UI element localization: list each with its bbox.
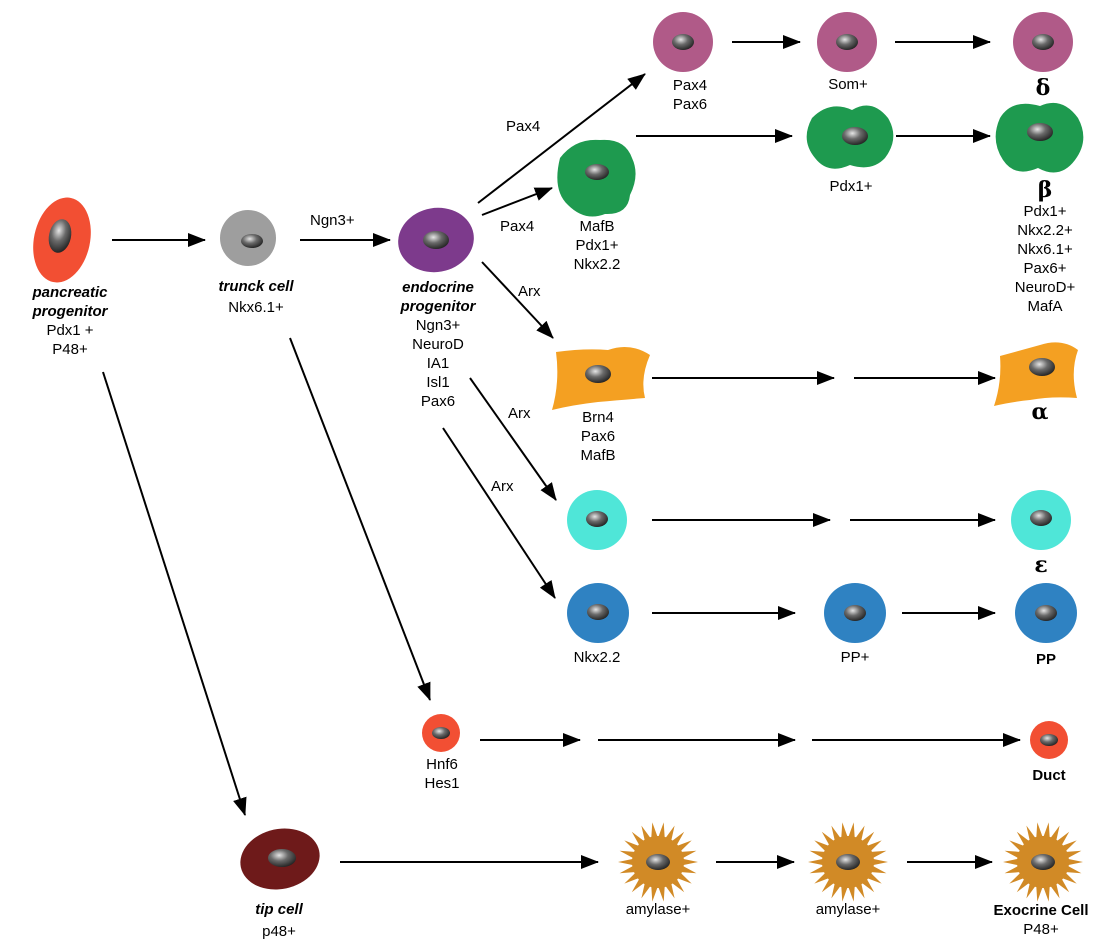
endocrine-marker-3: IA1	[426, 355, 450, 372]
alpha-pre-marker-3: MafB	[580, 447, 616, 464]
beta-mid-label: Pdx1+	[830, 177, 873, 196]
exo-mid2-marker-1: amylase+	[815, 901, 881, 918]
exo-mid1-marker-1: amylase+	[625, 901, 691, 918]
beta-final-marker-4: Pax6+	[1023, 260, 1067, 277]
delta-pre-label: Pax4 Pax6	[673, 76, 707, 114]
edge-label-arx-epsilon: Arx	[508, 405, 531, 422]
alpha-pre-marker-1: Brn4	[582, 409, 614, 426]
beta-final-symbol: β	[1037, 177, 1053, 203]
beta-mid-cell	[806, 105, 894, 169]
arrow-progenitor-tip	[102, 371, 247, 816]
exo-final-label: Exocrine Cell P48+	[993, 901, 1088, 939]
beta-final-marker-5: NeuroD+	[1014, 279, 1076, 296]
arrow-endocrine-pp	[442, 427, 556, 599]
beta-final-marker-3: Nkx6.1+	[1017, 241, 1073, 258]
exocrine-cell-1	[618, 822, 698, 902]
exocrine-cells	[618, 822, 1083, 902]
pp-pre-label: Nkx2.2	[574, 648, 621, 667]
arrow-endocrine-epsilon	[469, 377, 557, 501]
duct-final-label: Duct	[1032, 767, 1066, 784]
beta-final-marker-2: Nkx2.2+	[1017, 222, 1073, 239]
tip-label: tip cell p48+	[255, 900, 303, 941]
arrow-endocrine-alpha	[481, 261, 554, 339]
delta-mid-label: Som+	[828, 75, 868, 94]
epsilon-final-cell	[1011, 490, 1071, 550]
beta-mid-marker-1: Pdx1+	[829, 178, 873, 195]
beta-pre-marker-3: Nkx2.2	[573, 256, 621, 273]
pp-pre-marker-1: Nkx2.2	[573, 649, 621, 666]
pp-mid-cell	[824, 583, 886, 643]
arrow-trunk-duct	[289, 337, 431, 701]
endocrine-progenitor-cell	[398, 207, 474, 273]
tip-title: tip cell	[255, 901, 303, 918]
delta-mid-cell	[817, 12, 877, 72]
beta-final-cell	[995, 102, 1084, 173]
beta-final-label: β Pdx1+ Nkx2.2+ Nkx6.1+ Pax6+ NeuroD+ Ma…	[1015, 178, 1075, 316]
pancreatic-progenitor-marker-1: Pdx1 +	[46, 322, 94, 339]
delta-pre-marker-2: Pax6	[672, 96, 708, 113]
trunk-label: trunck cell Nkx6.1+	[218, 277, 293, 317]
duct-pre-label: Hnf6 Hes1	[424, 755, 459, 793]
exo-mid1-label: amylase+	[626, 900, 691, 919]
beta-final-marker-6: MafA	[1027, 298, 1063, 315]
alpha-pre-marker-2: Pax6	[580, 428, 616, 445]
trunk-marker-1: Nkx6.1+	[228, 299, 284, 316]
epsilon-final-label: ε	[1034, 552, 1048, 578]
endocrine-title: endocrine progenitor	[400, 279, 476, 315]
pp-mid-marker-1: PP+	[840, 649, 870, 666]
edge-label-arx-pp: Arx	[491, 478, 514, 495]
pancreatic-progenitor-marker-2: P48+	[52, 341, 88, 358]
exocrine-cell-3	[1003, 822, 1083, 902]
tip-cell	[240, 828, 320, 890]
pp-final-cell	[1015, 583, 1077, 643]
duct-pre-marker-1: Hnf6	[426, 756, 458, 773]
pp-pre-cell	[567, 583, 629, 643]
edge-label-ngn3: Ngn3+	[310, 212, 355, 229]
beta-pre-marker-1: MafB	[579, 218, 615, 235]
delta-final-label: δ	[1035, 75, 1051, 101]
beta-pre-label: MafB Pdx1+ Nkx2.2	[574, 217, 621, 274]
pancreatic-progenitor-label: pancreatic progenitor Pdx1 + P48+	[8, 283, 132, 359]
exo-final-title: Exocrine Cell	[993, 902, 1089, 919]
pp-final-label: PP	[1035, 651, 1057, 668]
delta-pre-marker-1: Pax4	[672, 77, 708, 94]
beta-pre-marker-2: Pdx1+	[575, 237, 619, 254]
delta-mid-marker-1: Som+	[828, 76, 868, 93]
edge-label-pax4-delta: Pax4	[506, 118, 541, 135]
endocrine-marker-4: Isl1	[426, 374, 450, 391]
edge-label-pax4-beta: Pax4	[500, 218, 535, 235]
endocrine-marker-5: Pax6	[420, 393, 456, 410]
pancreatic-progenitor-cell	[33, 197, 91, 283]
epsilon-pre-cell	[567, 490, 627, 550]
trunk-title: trunck cell	[218, 278, 294, 295]
arrow-endocrine-delta	[477, 73, 646, 204]
delta-pre-cell	[653, 12, 713, 72]
exo-mid2-label: amylase+	[816, 900, 881, 919]
exocrine-cell-2	[808, 822, 888, 902]
arrow-endocrine-beta	[481, 187, 553, 216]
endocrine-marker-2: NeuroD	[412, 336, 464, 353]
alpha-pre-label: Brn4 Pax6 MafB	[580, 408, 615, 465]
duct-pre-cell	[422, 714, 460, 752]
beta-pre-cell	[557, 139, 636, 217]
trunk-cell	[220, 210, 276, 266]
endocrine-label: endocrine progenitor Ngn3+ NeuroD IA1 Is…	[382, 278, 494, 411]
tip-marker-1: p48+	[262, 923, 296, 940]
delta-final-cell	[1013, 12, 1073, 72]
edge-label-arx-alpha: Arx	[518, 283, 541, 300]
exo-final-marker-1: P48+	[1023, 921, 1059, 938]
endocrine-marker-1: Ngn3+	[415, 317, 461, 334]
beta-final-marker-1: Pdx1+	[1023, 203, 1067, 220]
arrows	[102, 35, 1021, 869]
alpha-final-cell	[994, 342, 1078, 406]
alpha-final-label: α	[1031, 399, 1049, 425]
alpha-pre-cell	[552, 346, 650, 410]
pp-mid-label: PP+	[841, 648, 870, 667]
duct-pre-marker-2: Hes1	[424, 775, 460, 792]
duct-final-cell	[1030, 721, 1068, 759]
pancreatic-progenitor-title: pancreatic progenitor	[32, 284, 108, 320]
